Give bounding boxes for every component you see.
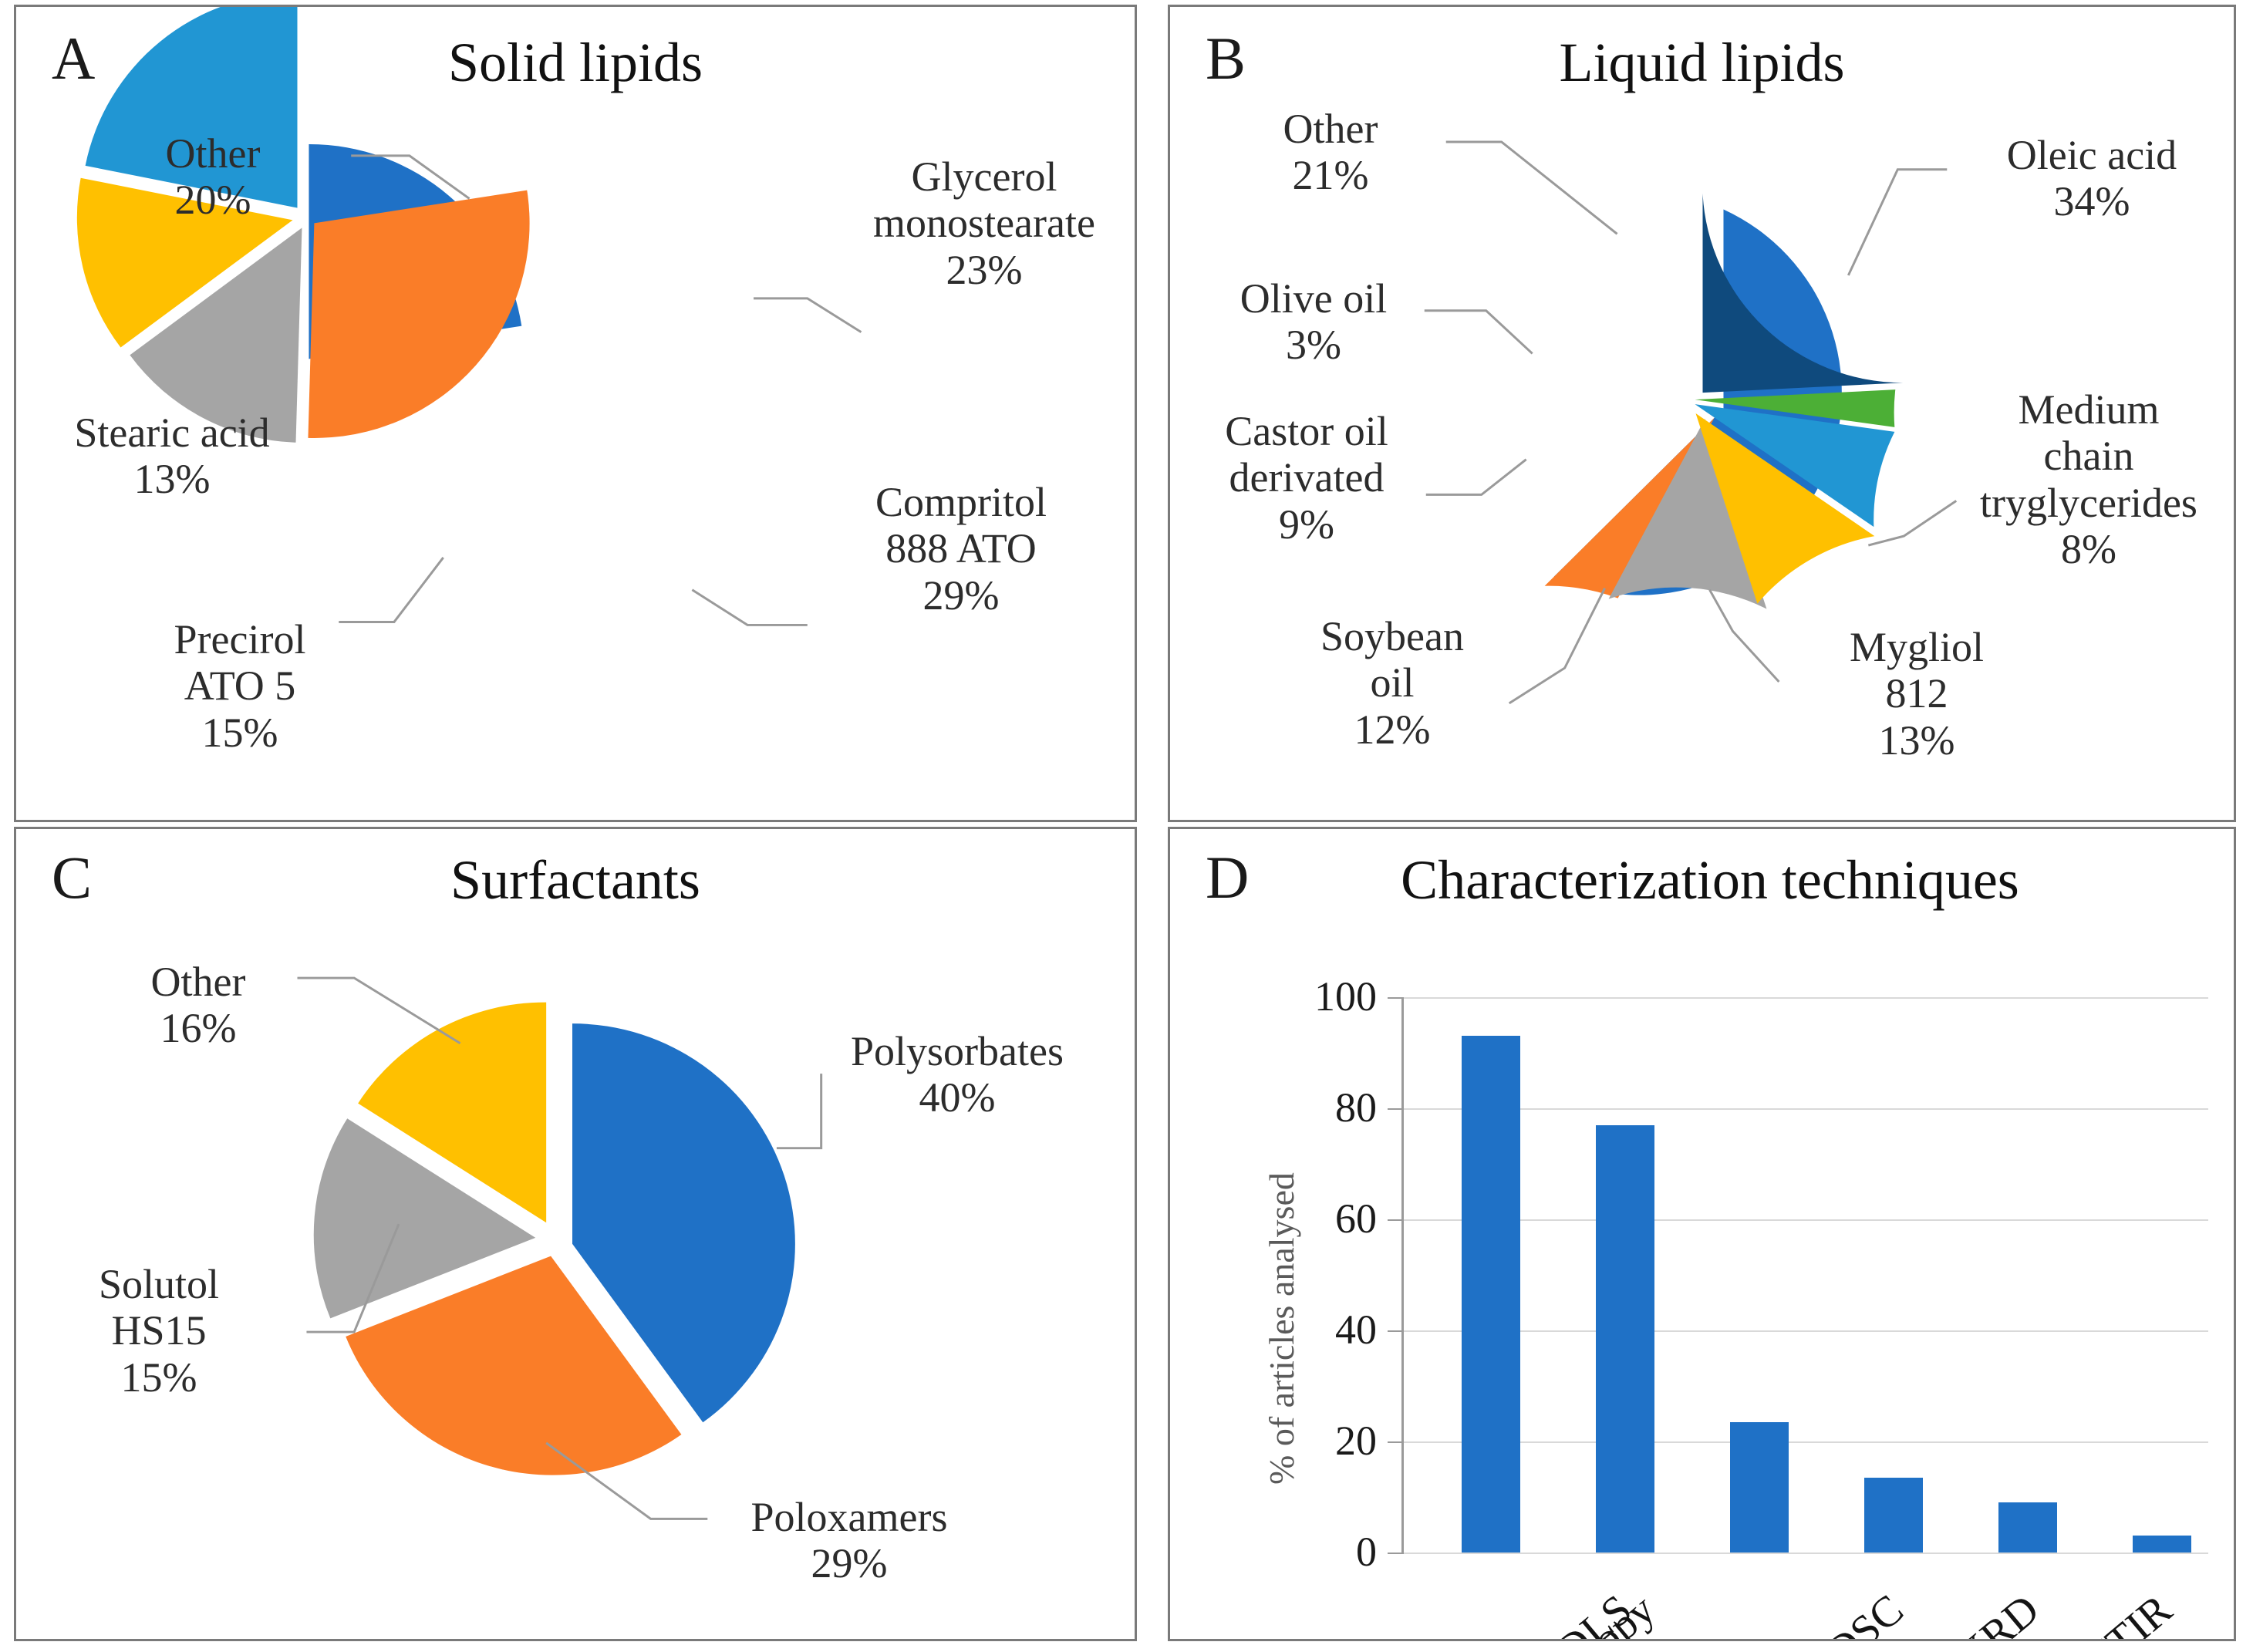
panel-c: C Surfactants Othe xyxy=(14,827,1137,1641)
y-tick-label-20: 20 xyxy=(1335,1418,1377,1464)
y-tick-0 xyxy=(1388,1553,1401,1554)
panel-a-label-other: Other 20% xyxy=(165,130,261,224)
pie-slice-poloxamers xyxy=(346,1256,682,1475)
bar-ftir xyxy=(1998,1502,2057,1553)
panel-a-label-glycerol: Glycerol monostearate 23% xyxy=(873,153,1095,293)
bar-xrd xyxy=(1864,1478,1923,1553)
y-tick-label-40: 40 xyxy=(1335,1306,1377,1353)
gridline-0 xyxy=(1401,1553,2208,1554)
panel-a-pie-chart xyxy=(16,7,1135,820)
panel-c-title: Surfactants xyxy=(450,849,700,911)
y-tick-label-60: 60 xyxy=(1335,1195,1377,1242)
panel-b-leader-lines xyxy=(1424,140,1958,705)
bar-dls xyxy=(1462,1036,1520,1553)
panel-c-label-poloxamers: Poloxamers 29% xyxy=(750,1494,948,1587)
x-tick-label-dsc: DSC xyxy=(1817,1585,1913,1641)
pie-slice-castor xyxy=(1695,404,1895,528)
panel-a-label-precirol: Precirol ATO 5 15% xyxy=(174,616,306,756)
panel-a-label-compritol: Compritol 888 ATO 29% xyxy=(875,479,1047,619)
pie-slice-other xyxy=(358,1002,547,1223)
panel-b: B Liquid lipids xyxy=(1168,5,2236,822)
gridline-40 xyxy=(1401,1330,2208,1332)
gridline-20 xyxy=(1401,1441,2208,1443)
y-tick-20 xyxy=(1388,1441,1401,1443)
gridline-80 xyxy=(1401,1108,2208,1110)
pie-slice-other xyxy=(85,7,298,208)
y-tick-60 xyxy=(1388,1219,1401,1221)
bar-dsc xyxy=(1730,1422,1789,1553)
pie-slice-stearic xyxy=(76,177,293,348)
panel-c-leader-lines xyxy=(297,976,823,1520)
gridline-100 xyxy=(1401,997,2208,999)
panel-b-pie-svg xyxy=(1544,193,1904,609)
pie-slice-olive xyxy=(1695,389,1896,427)
y-tick-label-80: 80 xyxy=(1335,1084,1377,1131)
panel-b-pie-chart xyxy=(1170,7,2234,820)
y-tick-80 xyxy=(1388,1108,1401,1110)
bar-saxs xyxy=(2133,1536,2191,1553)
panel-d: D Characterization techniques % of artic… xyxy=(1168,827,2236,1641)
pie-slice-mct xyxy=(1544,417,1715,598)
panel-d-plot-area: 100 80 60 40 20 0 DLS Microscopy DSC XRD… xyxy=(1170,829,2234,1639)
pie-slice-precirol xyxy=(130,228,302,443)
pie-slice-other xyxy=(1702,193,1904,393)
panel-b-letter: B xyxy=(1206,25,1246,92)
pie-slice-solutol xyxy=(313,1118,536,1319)
panel-d-title: Characterization techniques xyxy=(1401,849,2019,911)
pie-slice-mygliol xyxy=(1608,418,1767,609)
panel-c-label-other: Other 16% xyxy=(150,959,246,1052)
panel-a-letter: A xyxy=(52,25,96,92)
panel-b-label-olive: Olive oil 3% xyxy=(1239,275,1388,369)
panel-b-label-oleic: Oleic acid 34% xyxy=(2006,132,2177,225)
panel-b-label-castor: Castor oil derivated 9% xyxy=(1225,408,1388,548)
panel-a-label-stearic: Stearic acid 13% xyxy=(74,410,270,503)
panel-c-pie-svg xyxy=(313,1002,795,1475)
panel-a-title: Solid lipids xyxy=(447,32,703,93)
y-tick-100 xyxy=(1388,997,1401,999)
panel-c-label-polysorbates: Polysorbates 40% xyxy=(851,1028,1064,1121)
gridline-60 xyxy=(1401,1219,2208,1221)
bar-microscopy xyxy=(1596,1125,1654,1553)
pie-slice-soybean xyxy=(1695,413,1875,604)
panel-c-letter: C xyxy=(52,844,93,911)
panel-b-label-other: Other 21% xyxy=(1283,106,1378,199)
panel-b-title: Liquid lipids xyxy=(1559,32,1845,93)
y-tick-label-0: 0 xyxy=(1356,1529,1377,1575)
panel-a-leader-lines xyxy=(339,154,862,626)
panel-b-label-mygliol: Mygliol 812 13% xyxy=(1849,624,1985,764)
y-axis-line xyxy=(1401,997,1404,1554)
panel-c-pie-chart xyxy=(16,829,1135,1639)
panel-b-label-mct: Medium chain tryglycerides 8% xyxy=(1980,386,2197,573)
panel-a-pie-svg xyxy=(76,7,530,443)
y-tick-label-100: 100 xyxy=(1314,973,1377,1020)
panel-a: A Solid lipids Other 20% Gly xyxy=(14,5,1137,822)
panel-d-letter: D xyxy=(1206,844,1250,911)
panel-c-label-solutol: Solutol HS15 15% xyxy=(98,1261,220,1401)
y-tick-40 xyxy=(1388,1330,1401,1332)
panel-b-label-soybean: Soybean oil 12% xyxy=(1320,613,1464,753)
pie-slice-polysorbates xyxy=(572,1023,795,1423)
pie-slice-compritol xyxy=(308,190,530,438)
